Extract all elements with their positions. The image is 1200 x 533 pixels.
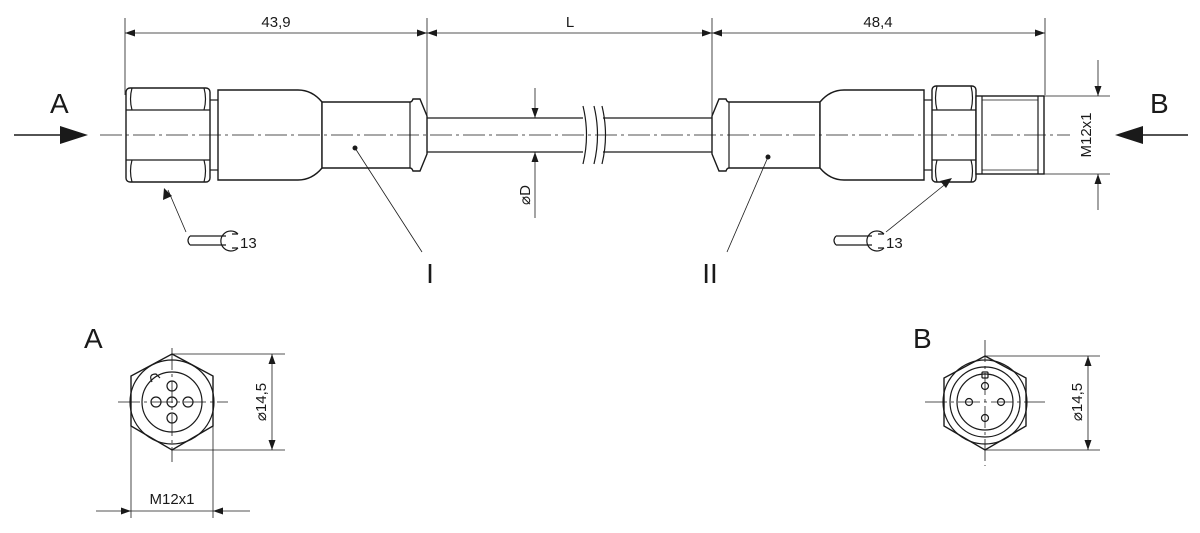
face-b-diameter: ⌀14,5 [1069,383,1086,421]
view-a-label: A [50,88,69,119]
wrench-callout-left: 13 [163,188,257,252]
face-b-title: B [913,323,932,354]
connector-ii-callout: II [702,154,771,289]
cable-diameter-dimension: ⌀D [517,88,539,218]
connector-ii-label: II [702,258,718,289]
cable-diameter-label: ⌀D [517,185,534,205]
view-arrow-b: B [1115,88,1188,144]
wrench-left-size: 13 [240,235,257,252]
view-b-label: B [1150,88,1169,119]
connector-i-label: I [426,258,434,289]
dimension-left-length: 43,9 [261,14,290,31]
face-view-b: B ⌀14,5 [913,323,1100,466]
face-a-diameter: ⌀14,5 [253,383,270,421]
face-view-a: A ⌀14,5 M12x1 [84,323,285,518]
view-arrow-a: A [14,88,88,144]
wrench-icon [833,230,885,252]
wrench-callout-right: 13 [833,178,952,252]
face-a-title: A [84,323,103,354]
wrench-icon [187,230,239,252]
wrench-right-size: 13 [886,235,903,252]
face-a-thread: M12x1 [149,491,194,508]
dimension-top: 43,9 L 48,4 [124,14,1046,140]
right-hex-nut [924,85,977,183]
dimension-cable-length: L [566,14,574,31]
dimension-right-length: 48,4 [863,14,892,31]
cable-assembly: ⌀D M12 [100,60,1110,218]
thread-dimension-right: M12x1 [1044,60,1110,210]
connector-i-callout: I [352,145,434,289]
thread-right-label: M12x1 [1078,112,1095,157]
